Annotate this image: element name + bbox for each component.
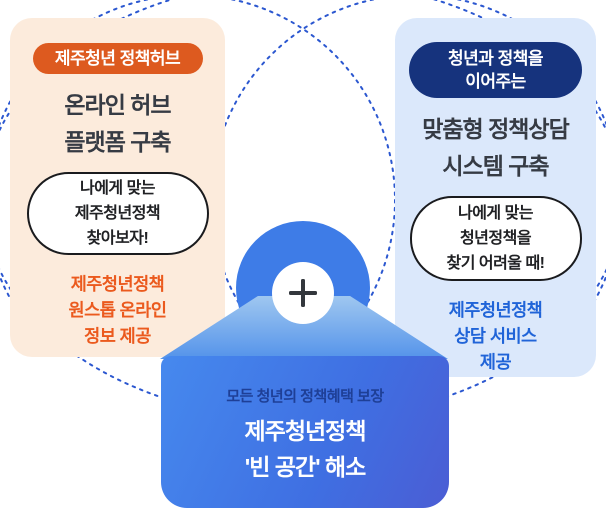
badge-line: 청년과 정책을 — [447, 49, 544, 68]
left-card-title: 온라인 허브 플랫폼 구축 — [64, 87, 171, 161]
footer-line: 제공 — [479, 352, 512, 372]
title-line: 시스템 구축 — [442, 153, 549, 179]
right-card-title: 맞춤형 정책상담 시스템 구축 — [422, 111, 570, 185]
left-card-footer: 제주청년정책 원스톱 온라인 정보 제공 — [69, 271, 167, 349]
result-box-subtitle: 모든 청년의 정책혜택 보장 — [226, 388, 384, 405]
left-policy-card: 제주청년 정책허브 온라인 허브 플랫폼 구축 나에게 맞는 제주청년정책 찾아… — [10, 18, 225, 357]
right-policy-card: 청년과 정책을 이어주는 맞춤형 정책상담 시스템 구축 나에게 맞는 청년정책… — [395, 18, 596, 377]
left-speech-bubble: 나에게 맞는 제주청년정책 찾아보자! — [26, 172, 209, 255]
badge-line: 이어주는 — [465, 72, 526, 91]
plus-icon — [272, 262, 334, 324]
title-line: '빈 공간' 해소 — [244, 454, 367, 480]
title-line: 맞춤형 정책상담 — [422, 116, 570, 142]
footer-line: 원스톱 온라인 — [68, 300, 167, 320]
right-card-badge: 청년과 정책을 이어주는 — [409, 42, 582, 98]
footer-line: 제주청년정책 — [448, 300, 543, 320]
right-card-footer: 제주청년정책 상담 서비스 제공 — [449, 297, 543, 375]
bubble-line: 나에게 맞는 — [457, 205, 534, 222]
right-speech-bubble: 나에게 맞는 청년정책을 찾기 어려울 때! — [409, 196, 582, 281]
bubble-line: 제주청년정책 — [74, 205, 161, 222]
title-line: 온라인 허브 — [64, 92, 171, 118]
plus-icon-vertical-bar — [300, 279, 306, 307]
bubble-line: 청년정책을 — [459, 230, 532, 247]
title-line: 제주청년정책 — [244, 418, 367, 444]
bubble-line: 나에게 맞는 — [79, 180, 156, 197]
bubble-line: 찾아보자! — [86, 230, 149, 247]
footer-line: 제주청년정책 — [70, 274, 165, 294]
left-card-badge: 제주청년 정책허브 — [32, 43, 203, 74]
result-box-title: 제주청년정책 '빈 공간' 해소 — [161, 413, 449, 485]
bubble-line: 찾기 어려울 때! — [446, 255, 545, 272]
title-line: 플랫폼 구축 — [64, 129, 171, 155]
result-box: 모든 청년의 정책혜택 보장 제주청년정책 '빈 공간' 해소 — [161, 356, 449, 508]
footer-line: 상담 서비스 — [454, 326, 537, 346]
footer-line: 정보 제공 — [84, 326, 151, 346]
